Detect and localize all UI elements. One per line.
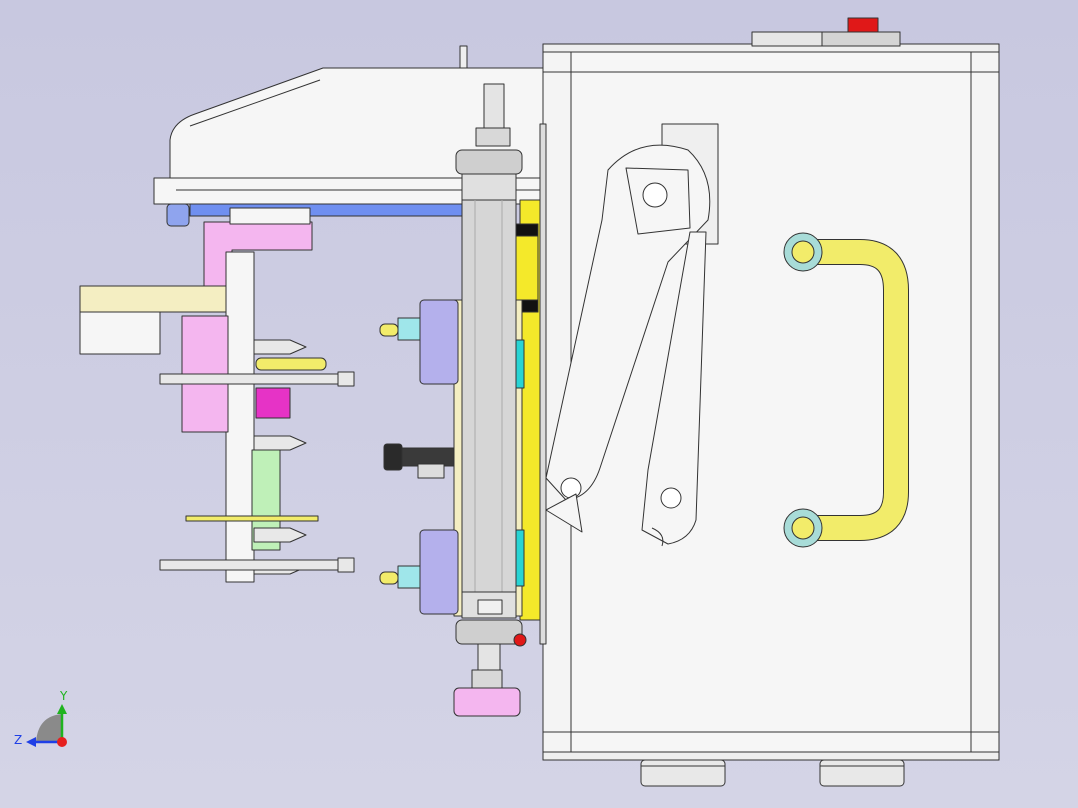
triad-z-label: Z — [14, 733, 22, 747]
top-switch — [751, 17, 901, 47]
lever-linkage — [545, 123, 719, 547]
pink-nut — [453, 633, 527, 717]
orientation-triad: Y Z — [14, 689, 68, 747]
triad-y-label: Y — [59, 689, 68, 703]
mounting-block-lower — [379, 529, 459, 615]
handle — [783, 232, 909, 548]
mounting-block-upper — [379, 299, 459, 385]
top-cover — [153, 45, 549, 205]
gripper-assembly — [79, 207, 355, 583]
black-bolt — [383, 443, 455, 479]
pneumatic-cylinder — [455, 83, 523, 689]
blue-bolt — [166, 203, 190, 227]
red-button — [847, 17, 879, 33]
base-feet — [640, 759, 905, 787]
